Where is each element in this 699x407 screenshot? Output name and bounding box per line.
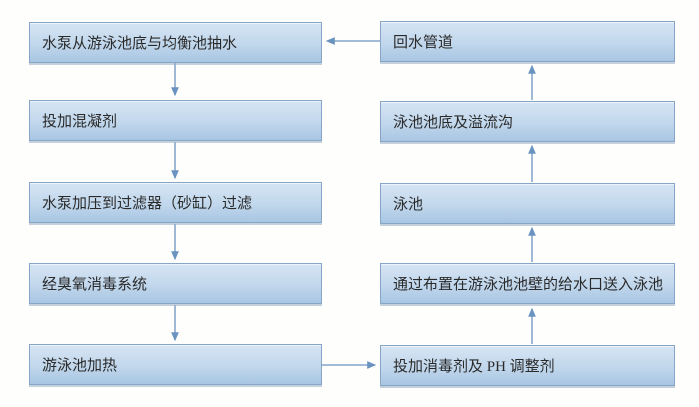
flow-box-sand-filter: 水泵加压到过滤器（砂缸）过滤 bbox=[29, 182, 322, 223]
flow-box-pool-heating: 游泳池加热 bbox=[29, 344, 322, 385]
flow-box-pool: 泳池 bbox=[380, 183, 675, 224]
flow-box-wall-inlets: 通过布置在游泳池池壁的给水口送入泳池 bbox=[380, 263, 675, 304]
flow-box-pool-floor-gutter: 泳池池底及溢流沟 bbox=[380, 101, 675, 142]
flow-box-add-coagulant: 投加混凝剂 bbox=[29, 100, 322, 141]
flow-box-return-pipe: 回水管道 bbox=[380, 21, 675, 62]
flow-box-pump-intake: 水泵从游泳池底与均衡池抽水 bbox=[29, 22, 322, 63]
flow-box-ozone-disinfect: 经臭氧消毒系统 bbox=[29, 263, 322, 304]
flow-box-dose-disinfectant: 投加消毒剂及 PH 调整剂 bbox=[380, 345, 675, 386]
